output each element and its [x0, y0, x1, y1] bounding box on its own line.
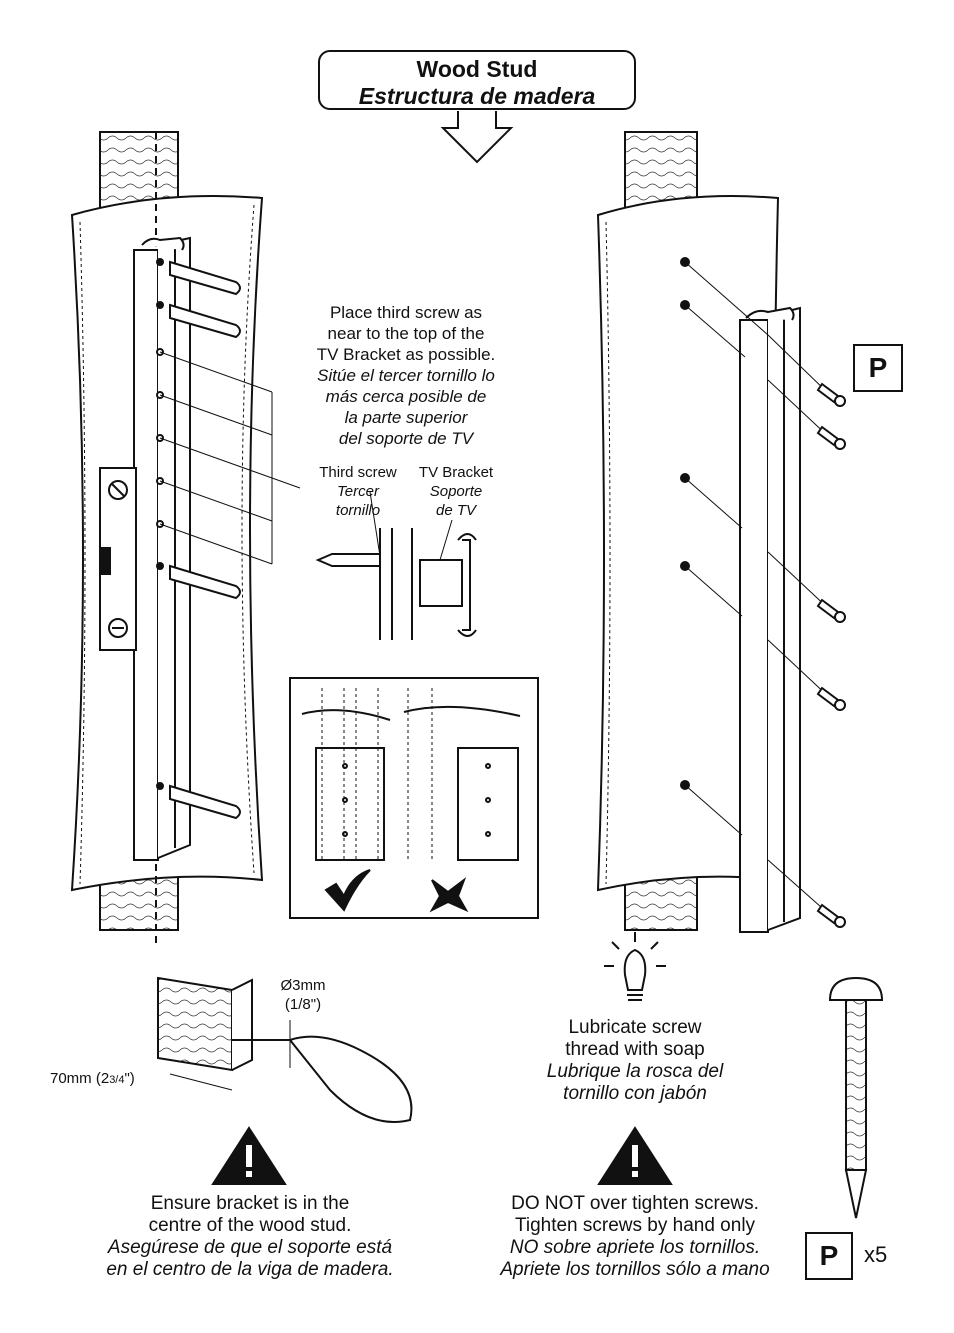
right-tv-bracket [739, 306, 801, 933]
tv-bracket-label: TV Bracket Soporte de TV [418, 464, 494, 519]
tighten-warning-note: DO NOT over tighten screws. Tighten scre… [500, 1193, 770, 1280]
alignment-comparison-panel [289, 677, 539, 919]
part-quantity: x5 [864, 1242, 888, 1267]
part-p-label-bottom: P [805, 1232, 853, 1280]
title-spanish: Estructura de madera [358, 83, 596, 109]
left-tv-bracket [133, 236, 191, 861]
drill-pilot-hole-diagram [157, 976, 413, 1123]
left-callout-lines [159, 351, 301, 565]
center-warning-note: Ensure bracket is in the centre of the w… [106, 1193, 394, 1280]
down-arrow-icon [440, 111, 514, 164]
right-screws-callout [680, 257, 846, 928]
lightbulb-icon [604, 932, 666, 1001]
third-screw-detail [315, 491, 477, 640]
cross-icon [429, 877, 469, 913]
third-screw-label: Third screw Tercer tornillo [319, 464, 397, 519]
checkmark-icon [324, 869, 371, 912]
right-wood-stud [596, 131, 780, 931]
drill-diameter-label: Ø3mm (1/8") [280, 977, 326, 1013]
section-title-box: Wood Stud Estructura de madera [318, 50, 636, 110]
warning-triangle-icon-2 [597, 1126, 673, 1185]
part-p-label-top: P [853, 344, 903, 392]
spirit-level-icon [99, 467, 137, 651]
warning-triangle-icon [211, 1126, 287, 1185]
title-english: Wood Stud [416, 56, 538, 82]
screw-p-icon [828, 976, 884, 1219]
lubricate-note: Lubricate screw thread with soap Lubriqu… [546, 1017, 724, 1104]
drill-depth-label: 70mm (23/4") [50, 1070, 135, 1087]
left-screws-inserted [169, 260, 241, 820]
placement-note: Place third screw as near to the top of … [316, 303, 496, 448]
